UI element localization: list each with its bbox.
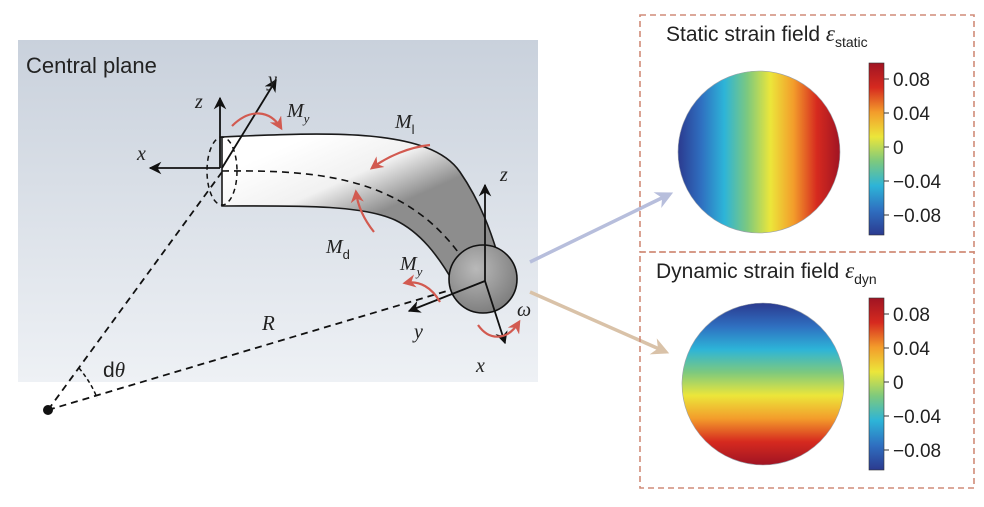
dynamic-colorbar-tick-label: 0 — [893, 373, 904, 394]
static-strain-disc-fill — [678, 71, 840, 233]
start-x-label: x — [136, 143, 146, 165]
rod-centerline — [221, 170, 478, 283]
bend-center-point — [43, 405, 53, 415]
static-strain-disc — [677, 70, 841, 234]
end-z-label: z — [499, 164, 508, 186]
start-axes — [148, 78, 277, 175]
omega-label: ω — [517, 299, 531, 321]
moment-my-top-label: My — [286, 100, 310, 126]
dynamic-colorbar-tick-label: −0.04 — [893, 407, 942, 428]
moment-md-label: Md — [325, 236, 350, 262]
dynamic-colorbar-ticks: 0.08 0.04 0 −0.04 −0.08 — [884, 305, 942, 462]
dynamic-colorbar — [868, 297, 885, 471]
static-panel-title: Static strain field εstatic — [666, 21, 868, 50]
dynamic-colorbar-tick-label: 0.08 — [893, 305, 930, 326]
dynamic-strain-disc-fill — [682, 303, 844, 465]
static-colorbar-ticks: 0.08 0.04 0 −0.04 −0.08 — [884, 70, 942, 227]
static-colorbar-tick-label: 0.04 — [893, 104, 930, 125]
start-y-label: y — [266, 69, 277, 91]
end-x-label: x — [475, 355, 485, 377]
dtheta-arc — [78, 367, 98, 399]
radius-label: R — [261, 311, 275, 335]
moment-arrows — [231, 112, 521, 338]
central-plane-label: Central plane — [26, 53, 157, 78]
arrow-to-dynamic-panel — [529, 290, 670, 355]
end-cross-section — [448, 244, 518, 314]
radius-lines — [47, 171, 478, 411]
dynamic-panel-title: Dynamic strain field εdyn — [656, 258, 877, 287]
dynamic-colorbar-tick-label: 0.04 — [893, 339, 930, 360]
dtheta-label: dθ — [103, 358, 125, 382]
dynamic-strain-disc — [681, 302, 845, 466]
end-y-label: y — [412, 321, 423, 343]
dynamic-panel-frame — [639, 251, 975, 489]
dynamic-colorbar-tick-label: −0.08 — [893, 441, 941, 462]
static-colorbar-tick-label: 0.08 — [893, 70, 930, 91]
start-z-label: z — [194, 91, 203, 113]
moment-my-end-label: My — [399, 253, 423, 279]
static-colorbar-tick-label: 0 — [893, 138, 904, 159]
moment-ml-label: Ml — [394, 111, 415, 137]
static-colorbar — [868, 62, 885, 236]
static-colorbar-tick-label: −0.08 — [893, 206, 941, 227]
end-axes — [407, 183, 508, 345]
static-panel-frame — [639, 14, 975, 253]
arrow-to-static-panel — [529, 192, 674, 264]
start-cross-section — [206, 136, 238, 206]
static-colorbar-tick-label: −0.04 — [893, 172, 942, 193]
